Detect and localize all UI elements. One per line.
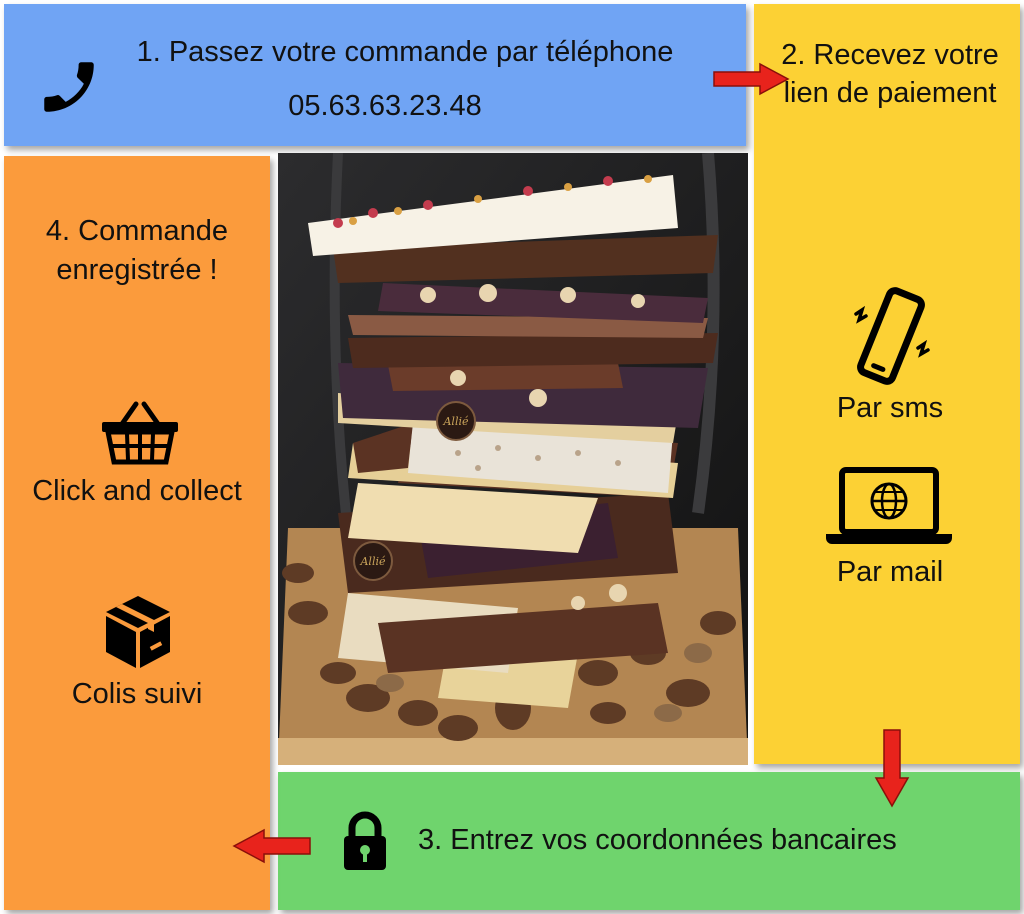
- phone-number[interactable]: 05.63.63.23.48: [288, 90, 482, 122]
- chocolate-logo: Allié: [359, 555, 385, 568]
- step4-title: 4. Commande enregistrée !: [45, 215, 229, 286]
- arrow-left-icon: [232, 828, 311, 864]
- chocolate-stack-photo: Allié Allié: [278, 153, 748, 765]
- step2-title: 2. Recevez votre lien de paiement: [781, 39, 999, 110]
- phone-icon: [44, 62, 94, 112]
- by-sms-label: Par sms: [836, 392, 944, 424]
- mobile-phone-icon: [854, 287, 930, 385]
- tracked-parcel-label: Colis suivi: [71, 678, 203, 710]
- lock-icon: [344, 811, 386, 870]
- arrow-down-icon: [874, 729, 910, 808]
- step4-panel: [4, 156, 270, 910]
- shopping-basket-icon: [102, 401, 178, 465]
- click-and-collect-label: Click and collect: [32, 475, 242, 507]
- arrow-right-icon: [713, 62, 790, 96]
- step1-title: 1. Passez votre commande par téléphone: [136, 36, 674, 68]
- step1-panel: [4, 4, 746, 146]
- chocolate-logo: Allié: [442, 415, 468, 428]
- laptop-globe-icon: [826, 467, 952, 544]
- by-mail-label: Par mail: [836, 556, 944, 588]
- step3-title: 3. Entrez vos coordonnées bancaires: [418, 824, 897, 856]
- package-box-icon: [106, 596, 170, 668]
